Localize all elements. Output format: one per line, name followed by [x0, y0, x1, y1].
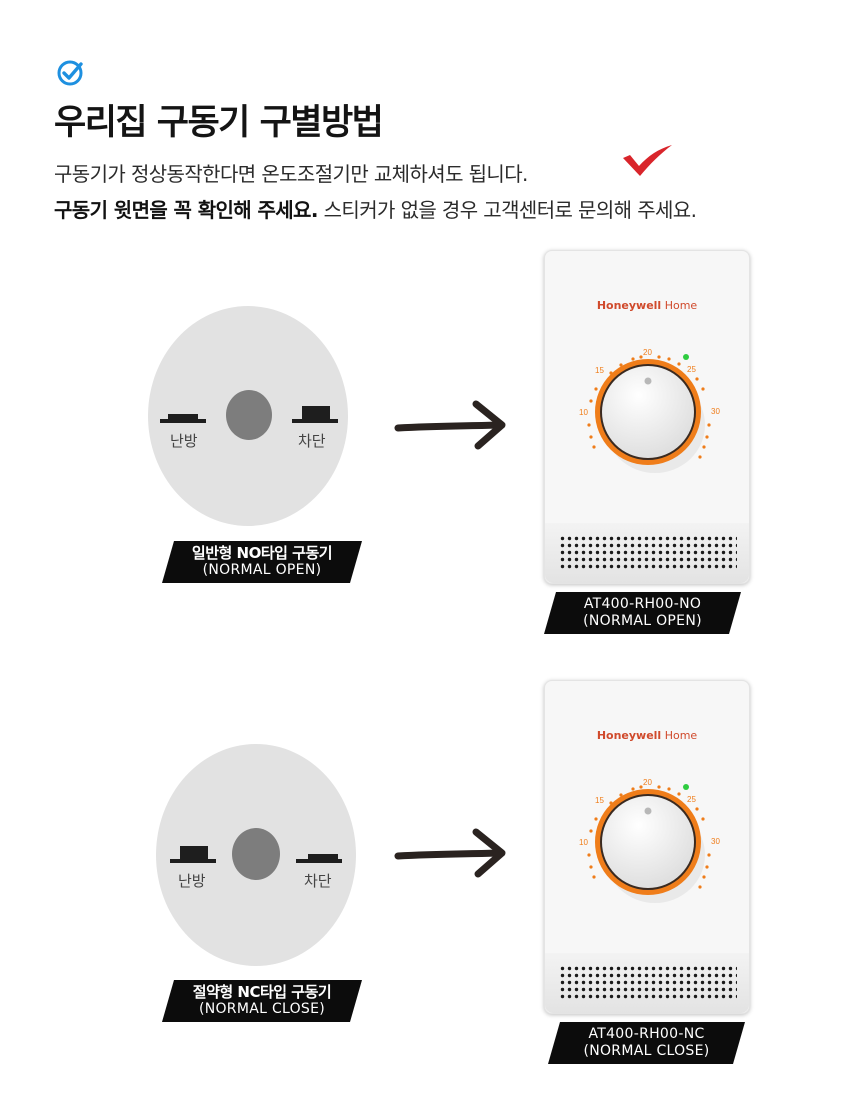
thermostat-model-number: AT400-RH00-NC	[588, 1026, 705, 1042]
shutoff-switch-base	[292, 419, 338, 423]
shutoff-switch-knob	[308, 854, 338, 859]
actuator-type-mode: (NORMAL CLOSE)	[198, 1001, 326, 1017]
brand-logo: Honeywell Home	[596, 729, 698, 742]
notice-rest: 스티커가 없을 경우 고객센터로 문의해 주세요.	[317, 198, 697, 222]
actuator-top-view: 난방 차단	[156, 744, 356, 966]
temperature-dial[interactable]: 10 15 20 25 30	[573, 337, 723, 487]
thermostat-device: Honeywell Home 10 15 20 25 30	[544, 680, 750, 1014]
dial-mark-20: 20	[643, 778, 652, 787]
thermostat-model-badge: AT400-RH00-NC (NORMAL CLOSE)	[548, 1022, 745, 1064]
dial-pointer	[644, 807, 652, 815]
heating-switch-knob	[168, 414, 198, 419]
heating-switch-knob	[180, 846, 208, 859]
thermostat-model-mode: (NORMAL OPEN)	[583, 613, 702, 629]
dial-pointer	[644, 377, 652, 385]
shutoff-switch-knob	[302, 406, 330, 419]
dial-mark-30: 30	[711, 837, 720, 846]
notice-text: 구동기 윗면을 꼭 확인해 주세요. 스티커가 없을 경우 고객센터로 문의해 …	[54, 194, 697, 223]
vent-panel	[545, 523, 749, 583]
heating-switch-base	[160, 419, 206, 423]
heating-label: 난방	[178, 872, 206, 890]
vent-grille	[559, 965, 737, 999]
dial-mark-10: 10	[579, 408, 588, 417]
heating-label: 난방	[170, 432, 198, 450]
actuator-type-name: 일반형 NO타입 구동기	[191, 544, 333, 562]
actuator-center-hole	[232, 828, 280, 880]
actuator-top-view: 난방 차단	[148, 306, 348, 526]
dial-mark-15: 15	[595, 796, 604, 805]
intro-text: 구동기가 정상동작한다면 온도조절기만 교체하셔도 됩니다.	[54, 162, 528, 186]
shutoff-label: 차단	[298, 432, 326, 450]
heating-switch-base	[170, 859, 216, 863]
shutoff-switch-base	[296, 859, 342, 863]
actuator-type-name: 절약형 NC타입 구동기	[192, 983, 332, 1001]
thermostat-model-number: AT400-RH00-NO	[583, 596, 702, 612]
arrow-right-icon	[394, 400, 506, 450]
vent-panel	[545, 953, 749, 1013]
thermostat-model-badge: AT400-RH00-NO (NORMAL OPEN)	[544, 592, 741, 634]
dial-mark-30: 30	[711, 407, 720, 416]
check-circle-icon	[57, 60, 83, 86]
dial-mark-25: 25	[687, 795, 696, 804]
notice-bold: 구동기 윗면을 꼭 확인해 주세요.	[54, 198, 318, 222]
actuator-type-mode: (NORMAL OPEN)	[202, 562, 322, 578]
dial-scale-dots	[587, 355, 711, 459]
dial-mark-25: 25	[687, 365, 696, 374]
dial-scale-dots	[587, 785, 711, 889]
dial-mark-15: 15	[595, 366, 604, 375]
brand-logo: Honeywell Home	[596, 299, 698, 312]
temperature-dial[interactable]: 10 15 20 25 30	[573, 767, 723, 917]
dial-mark-10: 10	[579, 838, 588, 847]
dial-mark-20: 20	[643, 348, 652, 357]
power-led	[683, 784, 689, 790]
actuator-type-badge: 일반형 NO타입 구동기 (NORMAL OPEN)	[162, 541, 362, 583]
section-normal-open: 난방 차단 일반형 NO타입 구동기 (NORMAL OPEN) Honeywe…	[148, 250, 750, 634]
red-checkmark-icon	[623, 145, 672, 176]
thermostat-model-mode: (NORMAL CLOSE)	[583, 1043, 710, 1059]
actuator-type-badge: 절약형 NC타입 구동기 (NORMAL CLOSE)	[162, 980, 362, 1022]
actuator-center-hole	[226, 390, 272, 440]
power-led	[683, 354, 689, 360]
shutoff-label: 차단	[304, 872, 332, 890]
vent-grille	[559, 535, 737, 569]
thermostat-device: Honeywell Home 10 15 20 25 30	[544, 250, 750, 584]
page-title: 우리집 구동기 구별방법	[54, 103, 384, 143]
arrow-right-icon	[394, 828, 506, 878]
